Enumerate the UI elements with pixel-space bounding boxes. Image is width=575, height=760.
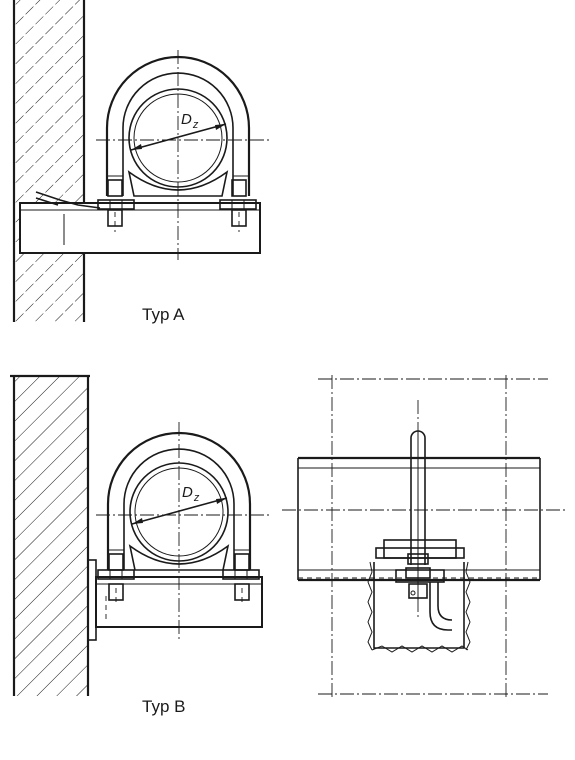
side-view [282,375,568,700]
nuts-b [97,553,260,606]
figure-typ-a: Dz Typ A [12,0,270,324]
wall-a [12,0,86,322]
pipe-a [128,88,228,188]
caption-typ-b: Typ B [142,697,185,716]
dimension-label-dz-b: Dz [182,484,200,504]
u-bolt-side [410,430,426,600]
pipe-saddle-b [128,544,230,571]
nuts-side [405,553,431,599]
pipe-b [129,462,229,562]
u-bolt-b [106,431,252,570]
pipe-saddle-a [127,170,229,197]
figure-typ-b: Dz Typ B [10,374,270,716]
bracket-section-side [367,561,471,653]
nuts-a [97,179,257,232]
caption-typ-a: Typ A [142,305,185,324]
saddle-side [375,539,465,559]
dimension-dz-b: Dz [131,484,228,525]
dimension-dz-a: Dz [130,111,227,151]
u-bolt-a [105,55,251,196]
support-bracket-a [19,191,261,254]
wall-b [10,374,90,696]
dimension-label-dz-a: Dz [181,111,199,131]
pipe-side [297,456,541,582]
